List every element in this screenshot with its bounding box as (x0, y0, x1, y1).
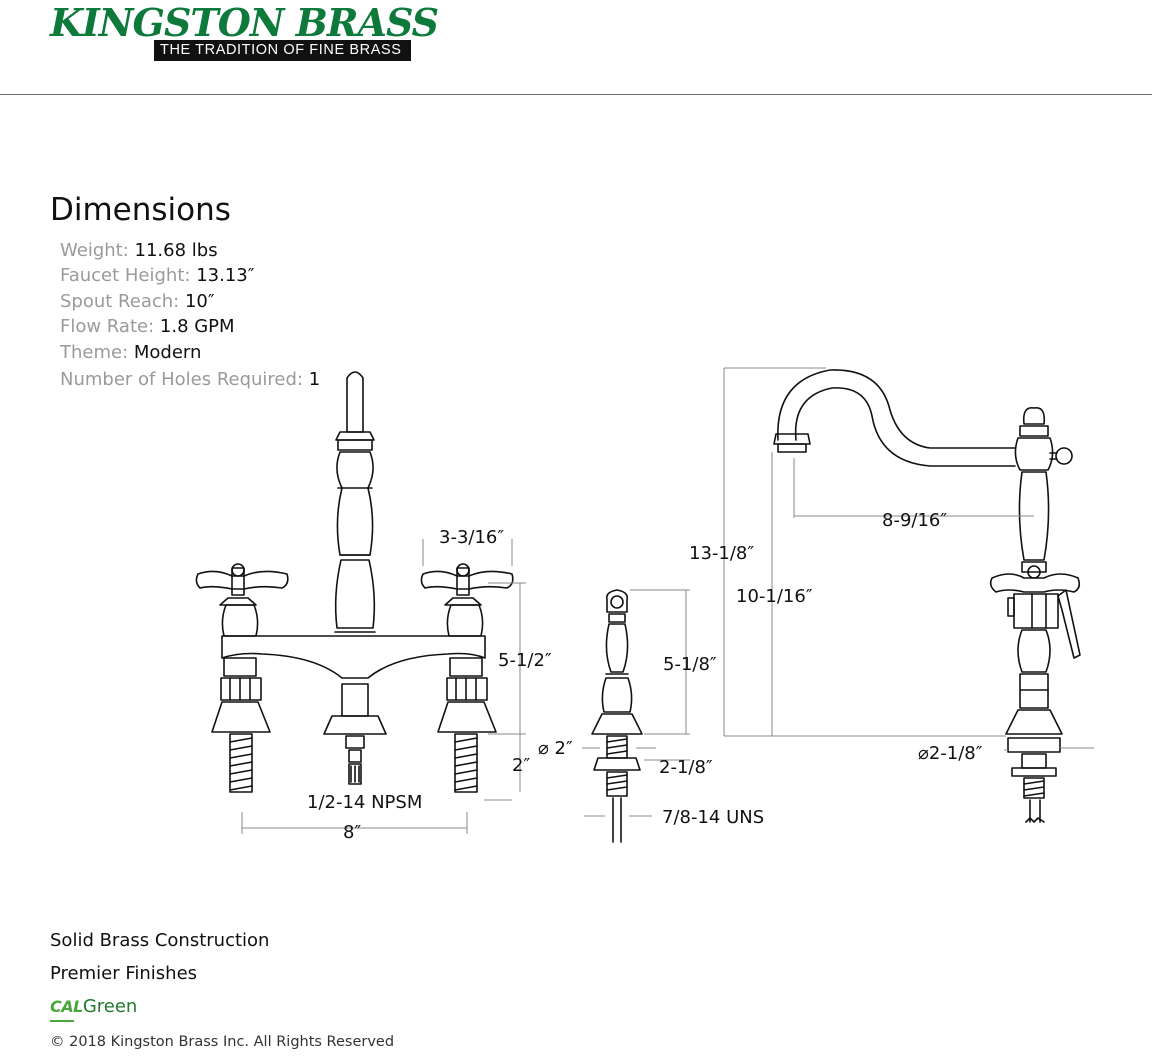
dimension-lines (241, 367, 1094, 834)
label-thread-faucet: 1/2-14 NPSM (307, 792, 422, 813)
calgreen-logo: CALGreen (50, 996, 137, 1017)
calgreen-green: Green (82, 996, 138, 1017)
spec-key: Flow Rate: (60, 316, 155, 337)
spec-row-flow-rate: Flow Rate: 1.8 GPM (60, 316, 235, 337)
side-sprayer (591, 589, 643, 843)
label-sprayer-diameter: ⌀ 2″ (538, 738, 573, 759)
calgreen-underline (50, 1020, 74, 1022)
spec-row-weight: Weight: 11.68 lbs (60, 240, 218, 261)
spec-key: Spout Reach: (60, 291, 180, 312)
brand-tagline: THE TRADITION OF FINE BRASS (154, 40, 411, 61)
spec-key: Weight: (60, 240, 129, 261)
label-shank-length: 2″ (512, 755, 530, 776)
spec-value: 1 (308, 369, 321, 390)
spec-value: 13.13″ (196, 265, 255, 286)
label-thread-sprayer: 7/8-14 UNS (662, 807, 764, 828)
label-faucet-height: 13-1/8″ (689, 543, 754, 564)
spec-row-spout-reach: Spout Reach: 10″ (60, 291, 215, 312)
calgreen-cal: CAL (50, 997, 83, 1016)
spec-row-faucet-height: Faucet Height: 13.13″ (60, 265, 254, 286)
spec-row-theme: Theme: Modern (60, 342, 201, 363)
label-sprayer-height: 5-1/8″ (663, 654, 717, 675)
faucet-side-view (773, 369, 1081, 823)
spec-value: 1.8 GPM (159, 316, 235, 337)
spec-value: Modern (133, 342, 202, 363)
brand-logo: KINGSTON BRASS THE TRADITION OF FINE BRA… (50, 2, 450, 62)
spec-value: 10″ (184, 291, 215, 312)
header-divider (0, 94, 1152, 95)
spec-key: Faucet Height: (60, 265, 191, 286)
label-center-spread: 8″ (343, 822, 361, 843)
label-spout-height: 10-1/16″ (736, 586, 813, 607)
spec-value: 11.68 lbs (134, 240, 218, 261)
copyright-text: © 2018 Kingston Brass Inc. All Rights Re… (50, 1034, 395, 1050)
label-sprayer-shank: 2-1/8″ (659, 757, 713, 778)
label-spout-reach: 8-9/16″ (882, 510, 947, 531)
label-valve-height: 5-1/2″ (498, 650, 552, 671)
label-base-diameter: ⌀2-1/8″ (918, 743, 983, 764)
spec-row-holes: Number of Holes Required: 1 (60, 369, 320, 390)
spec-key: Theme: (60, 342, 129, 363)
feature-item: Premier Finishes (50, 963, 198, 984)
brand-name: KINGSTON BRASS (50, 0, 439, 45)
label-handle-width: 3-3/16″ (439, 527, 504, 548)
spec-key: Number of Holes Required: (60, 369, 303, 390)
section-title: Dimensions (50, 192, 231, 228)
feature-item: Solid Brass Construction (50, 930, 270, 951)
bridge-faucet-front-view (195, 371, 514, 793)
